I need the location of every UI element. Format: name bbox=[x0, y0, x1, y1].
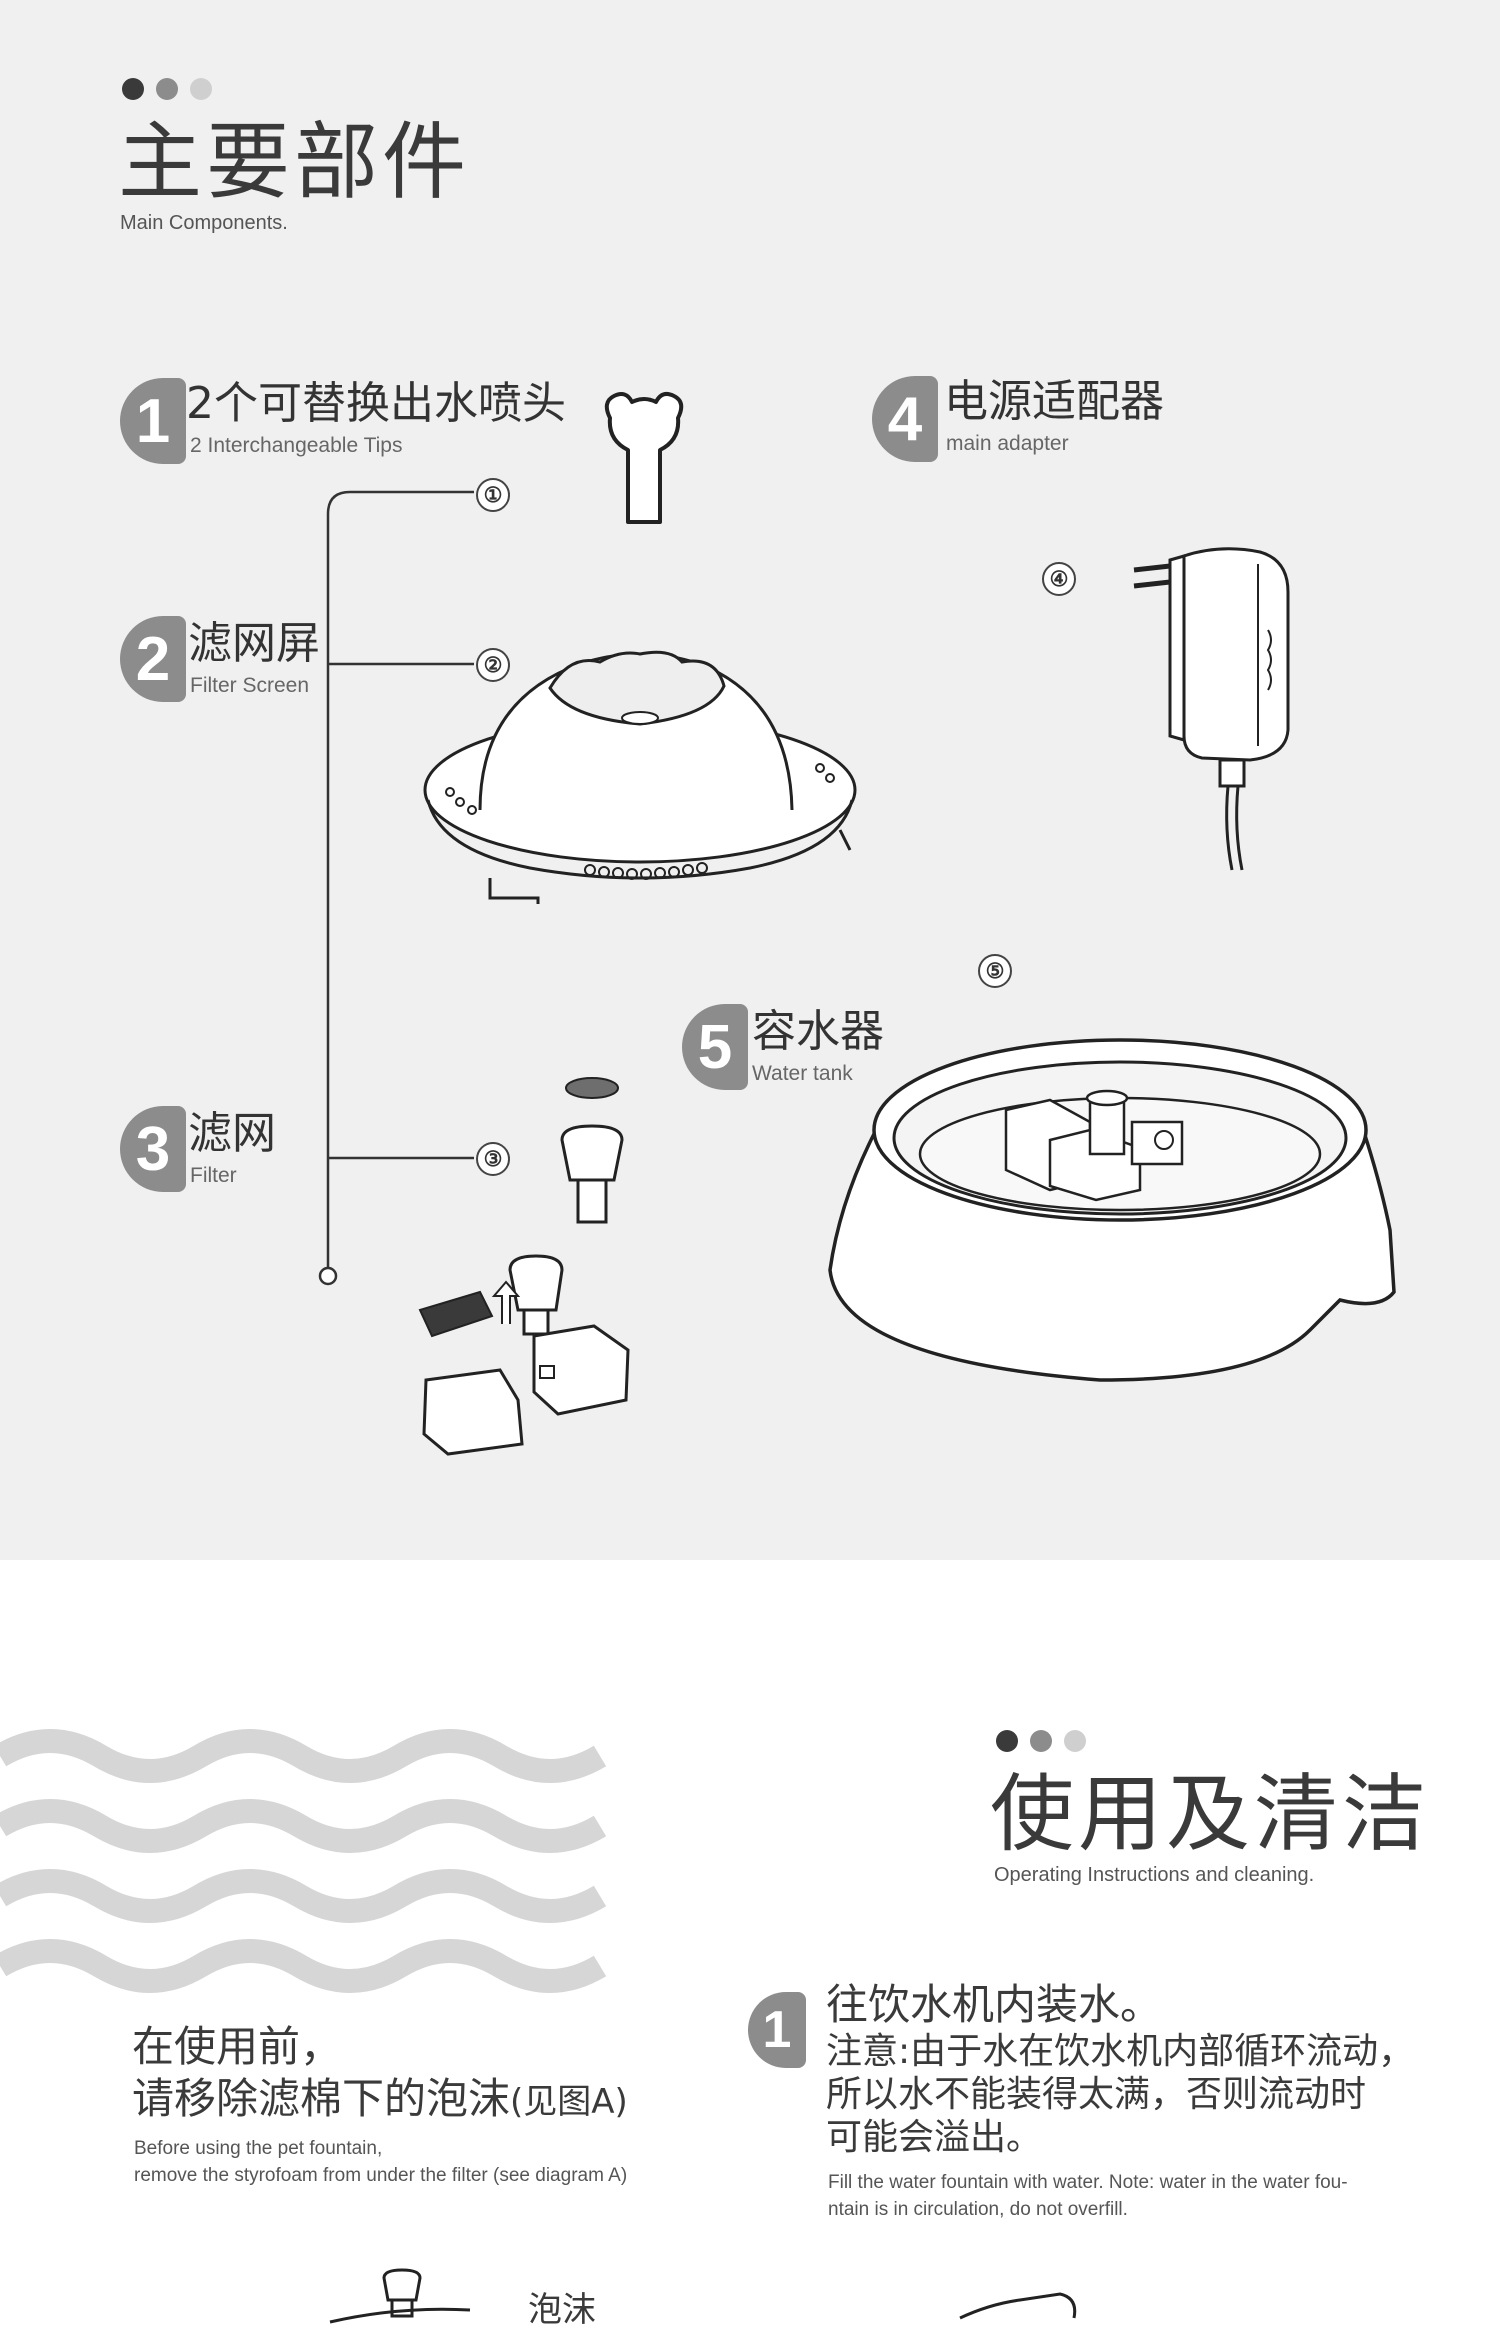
tip-illustration bbox=[604, 392, 684, 524]
part-1-badge: 1 bbox=[120, 378, 186, 464]
dot-1 bbox=[122, 78, 144, 100]
step-1-en-line2: ntain is in circulation, do not overfill… bbox=[828, 2198, 1128, 2220]
part-5-name-en: Water tank bbox=[752, 1062, 853, 1085]
step-1-note-line1: 注意:由于水在饮水机内部循环流动， bbox=[826, 2031, 1415, 2072]
callout-1: ① bbox=[476, 478, 510, 512]
part-5-badge: 5 bbox=[682, 1004, 748, 1090]
instructions-section: 使用及清洁 Operating Instructions and cleanin… bbox=[0, 1560, 1500, 2330]
power-adapter-illustration bbox=[1133, 547, 1290, 871]
dot-2 bbox=[156, 78, 178, 100]
fill-water-illustration bbox=[959, 2292, 1077, 2320]
water-tank-illustration bbox=[828, 1038, 1396, 1382]
part-2-badge: 2 bbox=[120, 616, 186, 702]
part-3-badge: 3 bbox=[120, 1106, 186, 1192]
filter-parts-illustration bbox=[418, 1077, 630, 1456]
step-1-badge: 1 bbox=[748, 1992, 806, 2068]
dot-3 bbox=[190, 78, 212, 100]
before-use-main: 请移除滤棉下的泡沫 bbox=[132, 2074, 511, 2123]
before-use-en-line1: Before using the pet fountain, bbox=[134, 2138, 383, 2159]
filter-screen-illustration bbox=[423, 650, 857, 904]
part-4-name-zh: 电源适配器 bbox=[944, 376, 1164, 427]
leader-lines bbox=[318, 490, 474, 1286]
part-2-name-en: Filter Screen bbox=[190, 674, 310, 697]
part-3-name-zh: 滤网 bbox=[188, 1108, 276, 1159]
styrofoam-illustration bbox=[329, 2268, 471, 2324]
step-1-note-line3: 可能会溢出。 bbox=[826, 2117, 1043, 2159]
before-use-en: Before using the pet fountain, remove th… bbox=[134, 2136, 627, 2189]
section-subtitle-2: Operating Instructions and cleaning. bbox=[994, 1864, 1315, 1886]
dot-3 bbox=[1064, 1730, 1086, 1752]
section-title: 主要部件 bbox=[118, 113, 471, 211]
part-1-name-en: 2 Interchangeable Tips bbox=[190, 434, 403, 457]
before-use-line1: 在使用前， bbox=[132, 2022, 343, 2071]
section-dots-2 bbox=[996, 1730, 1086, 1752]
step-1-note: 注意:由于水在饮水机内部循环流动， 所以水不能装得太满，否则流动时 可能会溢出。 bbox=[826, 2030, 1414, 2160]
callout-5: ⑤ bbox=[978, 954, 1012, 988]
callout-4: ④ bbox=[1042, 562, 1076, 596]
part-4-badge: 4 bbox=[872, 376, 938, 462]
part-3-name-en: Filter bbox=[190, 1164, 237, 1187]
callout-3: ③ bbox=[476, 1142, 510, 1176]
part-5-name-zh: 容水器 bbox=[752, 1006, 884, 1057]
before-use-line2: 请移除滤棉下的泡沫(见图A) bbox=[132, 2074, 628, 2124]
before-use-note: (见图A) bbox=[510, 2082, 628, 2122]
part-4-name-en: main adapter bbox=[946, 432, 1069, 455]
dot-2 bbox=[1030, 1730, 1052, 1752]
step-1-en-line1: Fill the water fountain with water. Note… bbox=[828, 2172, 1348, 2193]
part-1-name-zh: 2个可替换出水喷头 bbox=[186, 378, 566, 429]
dot-1 bbox=[996, 1730, 1018, 1752]
main-components-section: 主要部件 Main Components. 1 2个可替换出水喷头 2 Inte… bbox=[0, 0, 1500, 1560]
section-subtitle: Main Components. bbox=[120, 212, 288, 234]
step-1-en: Fill the water fountain with water. Note… bbox=[828, 2170, 1348, 2223]
step-1-note-line2: 所以水不能装得太满，否则流动时 bbox=[826, 2074, 1367, 2116]
callout-2: ② bbox=[476, 648, 510, 682]
part-2-name-zh: 滤网屏 bbox=[188, 618, 320, 669]
before-use-en-line2: remove the styrofoam from under the filt… bbox=[134, 2164, 628, 2186]
section-dots bbox=[122, 78, 212, 100]
step-1-title: 往饮水机内装水。 bbox=[826, 1980, 1163, 2029]
foam-label: 泡沫 bbox=[528, 2290, 596, 2330]
section-title-2: 使用及清洁 bbox=[990, 1765, 1431, 1863]
decorative-waves bbox=[0, 1729, 607, 1993]
